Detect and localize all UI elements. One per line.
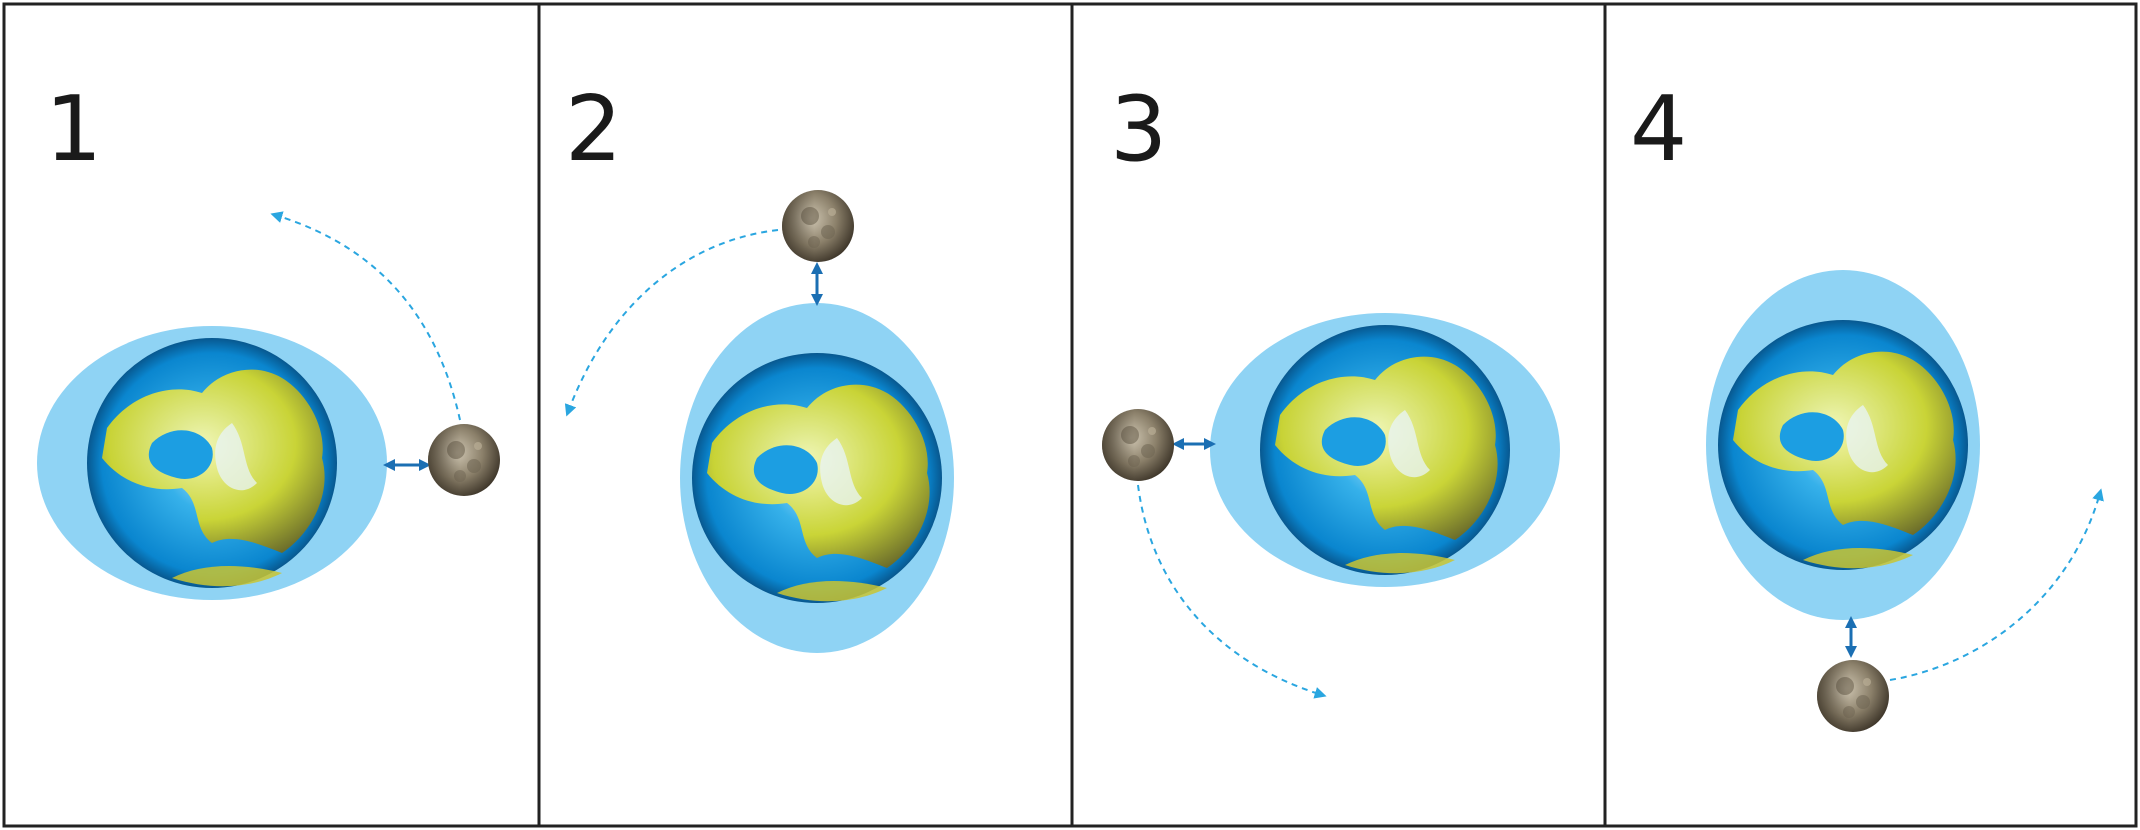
earth-icon bbox=[1718, 320, 1968, 570]
orbit-arrow-icon bbox=[1889, 488, 2104, 681]
panel-number: 1 bbox=[45, 77, 102, 182]
orbit-arrow-icon bbox=[564, 229, 779, 417]
moon-icon bbox=[428, 424, 500, 496]
panel-2: 2 bbox=[564, 77, 954, 653]
panel-number: 3 bbox=[1110, 77, 1167, 182]
earth-icon bbox=[1260, 325, 1510, 575]
moon-icon bbox=[1817, 660, 1889, 732]
panel-1: 1 bbox=[37, 77, 500, 600]
earth-icon bbox=[692, 353, 942, 603]
earth-icon bbox=[87, 338, 337, 588]
moon-icon bbox=[1102, 409, 1174, 481]
panel-4: 4 bbox=[1630, 77, 2104, 732]
orbit-arrow-icon bbox=[1137, 484, 1327, 699]
panel-3: 3 bbox=[1102, 77, 1560, 699]
panel-number: 4 bbox=[1630, 77, 1687, 182]
moon-icon bbox=[782, 190, 854, 262]
orbit-arrow-icon bbox=[270, 211, 461, 421]
panel-number: 2 bbox=[565, 77, 622, 182]
